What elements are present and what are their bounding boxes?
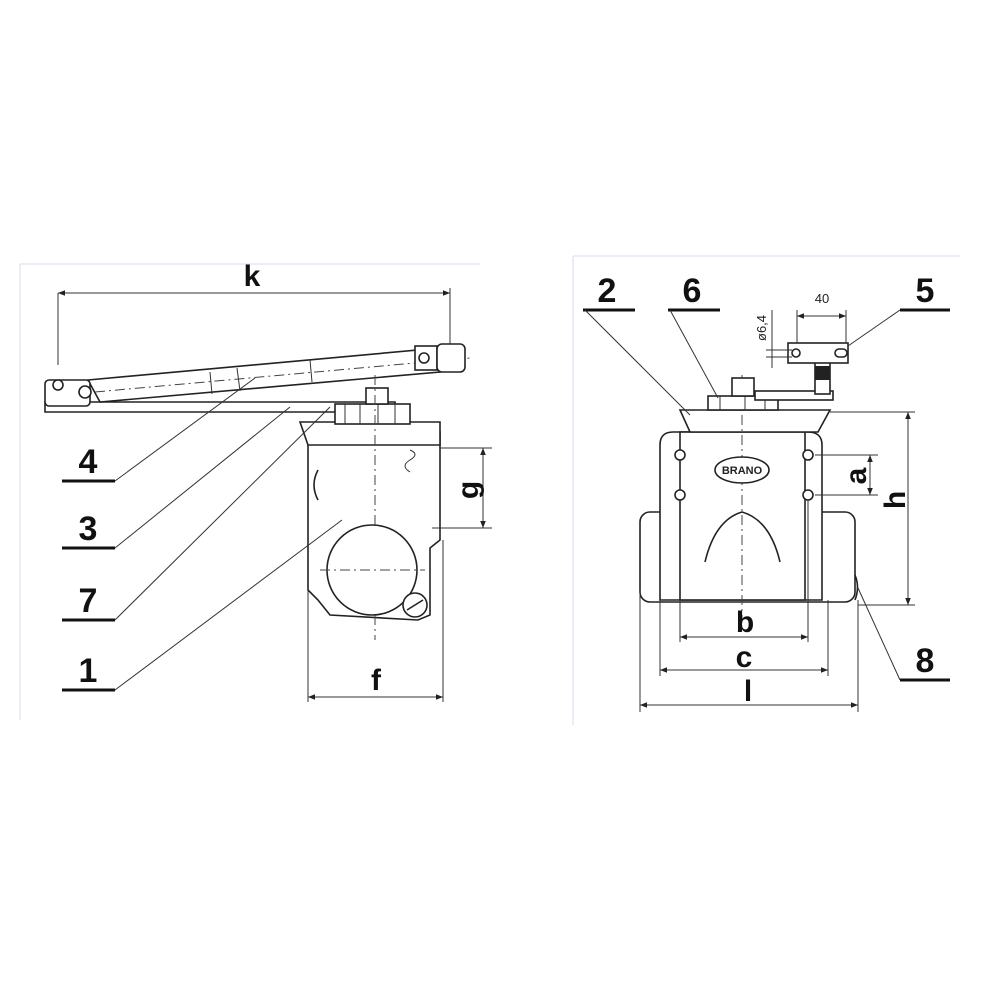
dimension-label-k: k xyxy=(244,260,261,293)
callout-5: 5 xyxy=(847,272,950,347)
svg-text:6: 6 xyxy=(683,272,702,310)
dimension-label-f: f xyxy=(371,664,382,697)
svg-text:ø6,4: ø6,4 xyxy=(754,315,769,341)
dimension-f: f xyxy=(307,540,444,702)
dimension-l: l xyxy=(639,590,859,712)
arm-assembly xyxy=(44,343,471,413)
dimension-g: g xyxy=(432,447,492,529)
mounting-screw-icon xyxy=(674,449,686,461)
brand-logo xyxy=(714,456,770,484)
svg-text:8: 8 xyxy=(916,642,935,680)
arm-pin-icon xyxy=(78,385,92,399)
callout-2: 2 xyxy=(583,272,691,416)
closer-body-side xyxy=(298,375,441,640)
dimension-hole-diameter: ø6,4 xyxy=(754,310,792,368)
spindle-nut xyxy=(365,387,389,405)
body-top-plate xyxy=(298,421,441,446)
mounting-screw-icon xyxy=(802,489,814,501)
top-plate xyxy=(678,409,832,433)
dimension-40: 40 xyxy=(796,291,847,343)
callout-1: 1 xyxy=(62,519,343,692)
spindle-nut xyxy=(731,377,755,397)
dimension-h: h xyxy=(830,411,915,606)
front-view-frame xyxy=(572,255,960,725)
svg-text:h: h xyxy=(879,491,912,509)
bracket xyxy=(787,342,849,364)
dimension-label-g: g xyxy=(452,481,485,499)
dimension-c: c xyxy=(659,600,829,676)
callout-4: 4 xyxy=(62,377,256,483)
side-view-frame xyxy=(19,263,480,720)
mounting-screw-icon xyxy=(674,489,686,501)
closer-body-front: BRANO xyxy=(639,342,859,620)
arm xyxy=(754,390,834,401)
callout-3: 3 xyxy=(62,406,291,550)
callout-8: 8 xyxy=(857,587,950,682)
callout-7: 7 xyxy=(62,406,331,622)
dimension-k: k xyxy=(57,260,451,365)
dimension-b: b xyxy=(679,500,809,642)
pinion-gear xyxy=(334,403,411,425)
svg-text:BRANO: BRANO xyxy=(722,465,763,477)
svg-text:7: 7 xyxy=(79,582,98,620)
callout-6: 6 xyxy=(668,272,720,399)
svg-text:5: 5 xyxy=(916,272,935,310)
svg-text:c: c xyxy=(736,641,753,674)
front-view: BRANO ø6,4 40 xyxy=(583,272,950,712)
svg-text:40: 40 xyxy=(815,291,829,306)
side-view: k xyxy=(44,260,492,702)
svg-text:b: b xyxy=(736,606,754,639)
svg-text:3: 3 xyxy=(79,510,98,548)
svg-text:4: 4 xyxy=(79,443,98,481)
svg-text:2: 2 xyxy=(598,272,617,310)
svg-text:a: a xyxy=(840,467,873,484)
svg-text:1: 1 xyxy=(79,652,98,690)
mounting-screw-icon xyxy=(802,449,814,461)
dimension-a: a xyxy=(815,454,878,496)
svg-text:l: l xyxy=(744,675,752,708)
